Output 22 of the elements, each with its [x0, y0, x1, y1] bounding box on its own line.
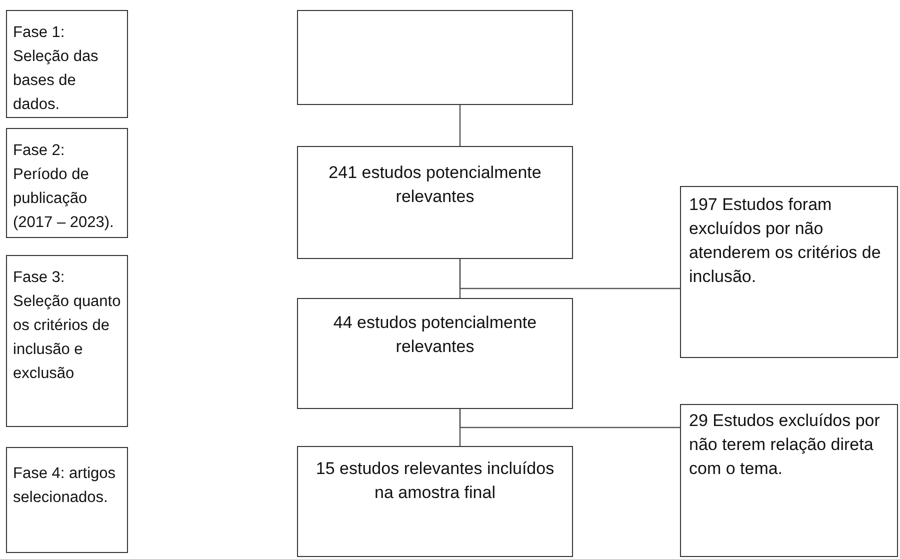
- process-box: [680, 186, 898, 358]
- phase-box: [6, 128, 128, 238]
- box-text: 15 estudos relevantes incluídos na amostra final: [314, 458, 556, 504]
- process-box: [297, 298, 573, 409]
- box-text: Fase 3: Seleção quanto os critérios de inclusão e exclusão: [13, 268, 121, 384]
- box-text: 29 Estudos excluídos por não terem relação direta com o tema.: [689, 410, 881, 480]
- box-text: 197 Estudos foram excluídos por não atenderem os critérios de inclusão.: [689, 194, 882, 288]
- process-box: [297, 446, 573, 557]
- box-text: Fase 2: Período de publicação (2017 – 2023).: [13, 141, 115, 233]
- empty-box: [297, 10, 573, 105]
- phase-box: [6, 255, 128, 427]
- box-text: Fase 4: artigos selecionados.: [13, 464, 117, 508]
- phase-box: [6, 10, 128, 118]
- process-box: [680, 404, 898, 557]
- box-text: Fase 1: Seleção das bases de dados.: [13, 23, 100, 115]
- box-text: 44 estudos potencialmente relevantes: [332, 312, 538, 358]
- phase-box: [6, 447, 128, 553]
- connector-line: [459, 259, 680, 290]
- connector-line: [459, 105, 461, 146]
- connector-line: [459, 409, 680, 428]
- process-box: [297, 146, 573, 259]
- box-text: 241 estudos potencialmente relevantes: [328, 162, 542, 208]
